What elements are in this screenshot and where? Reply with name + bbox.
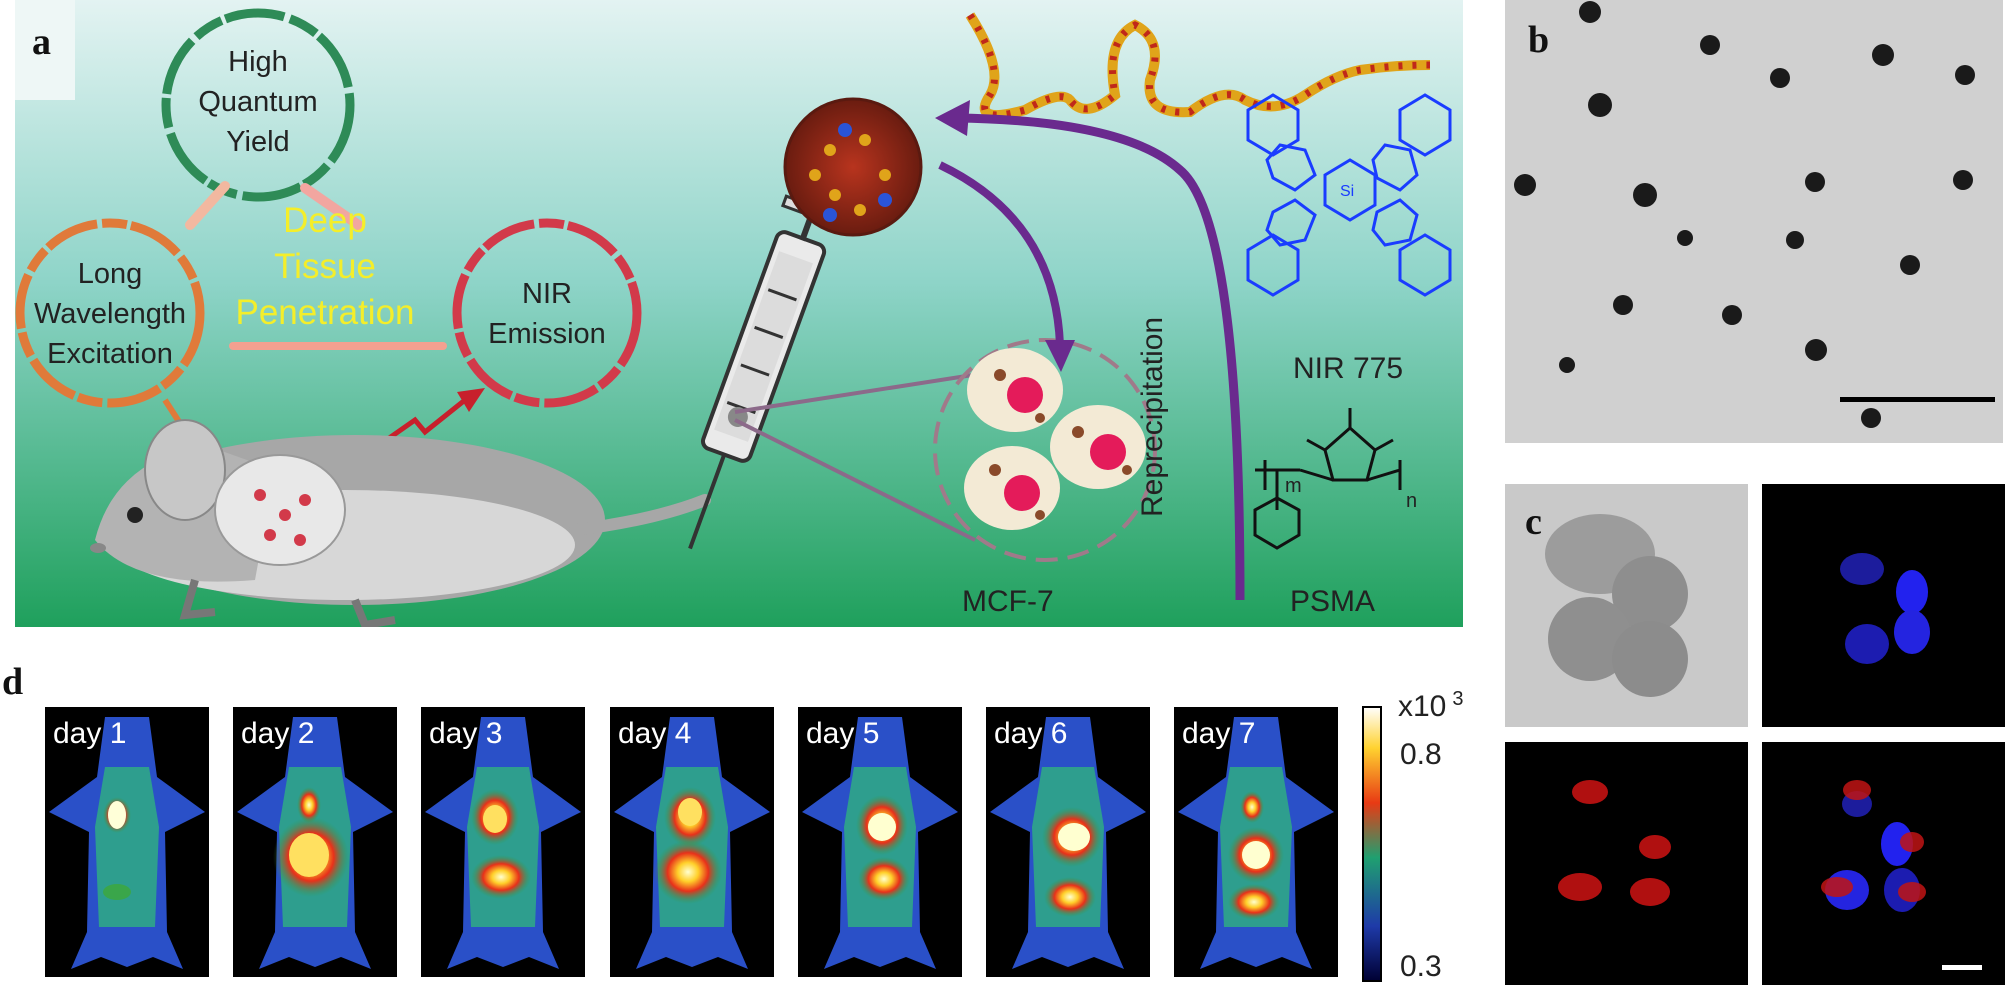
day-label-2: day 2 [241,717,315,750]
panel-c-brightfield [1505,484,1748,727]
panel-c-nuclear-stain [1762,484,2005,727]
day-label-1: day 1 [53,717,127,750]
center-line-3: Penetration [235,293,415,332]
panel-a: Si [15,0,1463,630]
ring-top-line-2: Quantum [198,86,318,118]
tem-scale-bar [1840,397,1995,402]
psma-structure [1253,408,1402,550]
panel-a-illustration: Si [15,0,1463,630]
m-subscript: m [1285,475,1302,497]
tem-particles [1505,0,2003,443]
day-tile-3: day 3 [421,707,585,977]
polymer-chain [965,12,1431,120]
ring-right-line-1: NIR [522,278,572,310]
day-tile-6: day 6 [986,707,1150,977]
panel-label-a: a [32,21,51,63]
day-label-5: day 5 [806,717,880,750]
panel-label-b: b [1528,19,1550,61]
day-label-6: day 6 [994,717,1068,750]
panel-c-nanoparticle-signal [1505,742,1748,985]
si-atom-label: Si [1340,183,1354,200]
panel-label-d: d [2,661,24,703]
ring-left-line-1: Long [77,258,143,290]
center-line-1: Deep [283,201,367,240]
ring-text-nir-emission: NIR Emission [487,274,607,354]
ring-top-line-3: Yield [226,126,290,158]
reprecipitation-label: Reprecipitation [1136,316,1169,517]
nanoparticle [783,97,923,237]
colorbar-min-label: 0.3 [1400,950,1442,983]
ring-quantum-yield [161,8,355,202]
mouse [90,419,711,630]
day-label-4: day 4 [618,717,692,750]
cells [964,348,1146,530]
ring-nir-emission [452,218,642,408]
ring-left-line-3: Excitation [47,338,173,370]
day-tile-1: day 1 [45,707,209,977]
uptake-arrow [938,161,1064,346]
deep-tissue-penetration-text: Deep Tissue Penetration [205,198,445,336]
confocal-scale-bar [1942,965,1982,970]
colorbar-multiplier-base: x10 [1398,690,1447,723]
nir775-structure [1246,93,1452,297]
panel-c-merged [1762,742,2005,985]
ring-right-line-2: Emission [488,318,606,350]
reprecipitation-arrow [954,113,1245,601]
day-tile-4: day 4 [610,707,774,977]
day-label-7: day 7 [1182,717,1256,750]
ring-text-excitation: Long Wavelength Excitation [25,254,195,374]
mcf7-label: MCF-7 [962,585,1054,618]
ring-left-line-2: Wavelength [33,298,187,330]
n-subscript: n [1406,490,1418,512]
day-tile-7: day 7 [1174,707,1338,977]
colorbar-multiplier-exponent: 3 [1452,688,1464,710]
colorbar [1362,706,1382,982]
day-label-3: day 3 [429,717,503,750]
panel-label-c: c [1525,501,1542,543]
day-tile-5: day 5 [798,707,962,977]
nir775-label: NIR 775 [1293,352,1404,385]
day-tile-2: day 2 [233,707,397,977]
panel-b-tem-image [1505,0,2003,443]
psma-label: PSMA [1290,585,1376,618]
ring-long-wavelength [15,218,205,408]
center-line-2: Tissue [274,247,376,286]
ring-top-line-1: High [228,46,288,78]
ring-text-quantum-yield: High Quantum Yield [198,42,318,162]
colorbar-max-label: 0.8 [1400,738,1442,771]
